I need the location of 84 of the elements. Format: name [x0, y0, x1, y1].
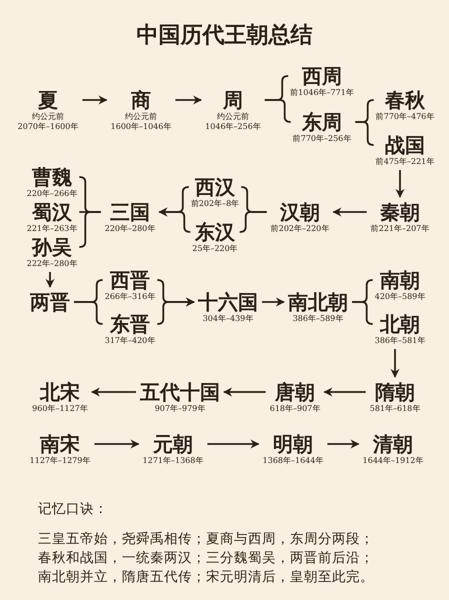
dynasty-name: 南北朝 [288, 290, 348, 314]
arrow [262, 298, 285, 306]
date-range: 约公元前 2070年–1600年 [18, 112, 78, 132]
bracket-line [355, 121, 374, 146]
dynasty-name: 西汉 [194, 175, 236, 199]
title: 中国历代王朝总结 [136, 22, 314, 50]
date-range: 386年–589年 [292, 314, 344, 324]
dynasty-name: 曹魏 [31, 165, 73, 189]
arrow [157, 298, 195, 325]
dynasty-name: 周 [222, 88, 244, 112]
dynasty-name: 元朝 [152, 432, 194, 456]
arrow [396, 170, 404, 198]
dynasty-name: 秦朝 [379, 200, 421, 224]
date-range: 220年–280年 [104, 224, 156, 234]
date-range: 约公元前 1046年–256年 [205, 112, 261, 132]
date-range: 317年–420年 [104, 336, 156, 346]
date-range: 907年–979年 [154, 404, 206, 414]
dynasty-name: 北宋 [38, 380, 81, 404]
date-range: 前770年–256年 [292, 134, 352, 144]
bracket-line [352, 301, 373, 325]
dynasty-name: 十六国 [198, 290, 258, 314]
date-range: 25年–220年 [192, 244, 238, 254]
arrow [90, 388, 136, 396]
date-range: 220年–266年 [26, 189, 78, 199]
dynasty-name: 孙吴 [30, 235, 73, 259]
dynasty-name: 两晋 [30, 290, 70, 314]
date-range: 前1046年–771年 [290, 88, 354, 98]
date-range: 前202年–8年 [190, 199, 240, 209]
arrow [46, 272, 54, 288]
dynasty-name: 东晋 [108, 312, 151, 336]
date-range: 约公元前 1600年–1046年 [110, 112, 172, 132]
dynasty-name: 夏 [37, 88, 59, 112]
date-range: 前202年–220年 [270, 224, 330, 234]
date-range: 前770年–476年 [376, 112, 434, 122]
dynasty-name: 唐朝 [274, 380, 316, 404]
dynasty-name: 汉朝 [278, 200, 321, 224]
date-range: 前221年–207年 [370, 224, 430, 234]
arrow [207, 440, 260, 448]
date-range: 304年–439年 [202, 314, 254, 324]
arrow [223, 388, 266, 396]
arrow [158, 208, 190, 233]
mnemonic-heading: 记忆口诀： [38, 500, 108, 518]
bracket-line [240, 211, 267, 233]
arrow [94, 440, 140, 448]
arrow [323, 388, 366, 396]
dynasty-name: 商 [130, 88, 152, 112]
date-range: 1368年–1644年 [262, 456, 324, 466]
date-range: 1644年–1912年 [362, 456, 424, 466]
dynasty-name: 明朝 [272, 432, 314, 456]
date-range: 前475年–221年 [376, 157, 434, 167]
dynasty-name: 蜀汉 [31, 200, 73, 224]
bracket-line [74, 301, 103, 325]
dynasty-name: 五代十国 [140, 380, 220, 404]
arrow [332, 208, 367, 216]
date-range: 960年–1127年 [32, 404, 88, 414]
dynasty-name: 隋朝 [374, 380, 416, 404]
mnemonic-line: 三皇五帝始，尧舜禹相传；夏商与西周，东周分两段； [38, 530, 374, 548]
date-range: 618年–907年 [270, 404, 320, 414]
date-range: 266年–316年 [104, 292, 156, 302]
arrow [82, 96, 108, 104]
dynasty-name: 北朝 [378, 312, 421, 336]
dynasty-name: 西晋 [109, 268, 151, 292]
mnemonic-line: 南北朝并立，隋唐五代传；宋元明清后，皇朝至此完。 [38, 568, 374, 586]
arrow [327, 440, 360, 448]
date-range: 581年–618年 [370, 404, 420, 414]
date-range: 1271年–1368年 [142, 456, 204, 466]
dynasty-name: 清朝 [372, 432, 414, 456]
arrow [175, 96, 202, 104]
date-range: 420年–589年 [374, 292, 426, 302]
date-range: 221年–263年 [26, 224, 78, 234]
dynasty-name: 东周 [300, 110, 343, 134]
mnemonic-line: 春秋和战国，一统秦两汉；三分魏蜀吴，两晋前后沿； [38, 549, 374, 567]
dynasty-name: 东汉 [194, 220, 236, 244]
bracket-line [264, 99, 291, 123]
dynasty-name: 春秋 [384, 88, 426, 112]
date-range: 386年–581年 [374, 336, 426, 346]
date-range: 1127年–1279年 [30, 456, 90, 466]
arrow [390, 349, 400, 378]
dynasty-name: 三国 [109, 200, 151, 224]
dynasty-name: 西周 [301, 64, 343, 88]
dynasty-name: 战国 [384, 133, 426, 157]
dynasty-name: 南朝 [379, 268, 421, 292]
dynasty-name: 南宋 [39, 432, 81, 456]
date-range: 222年–280年 [26, 259, 78, 269]
